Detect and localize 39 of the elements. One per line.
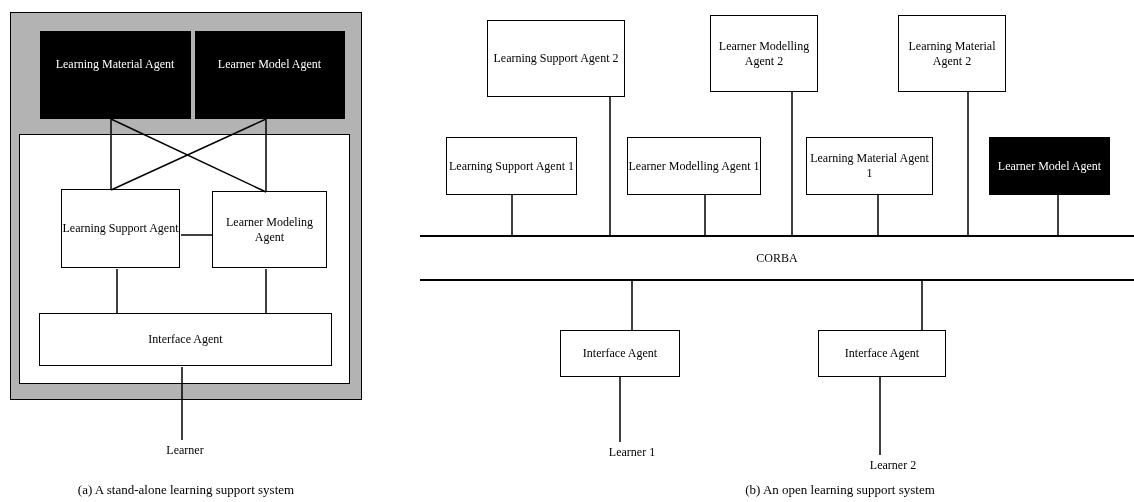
agent-box: Learner Model Agent [194, 30, 345, 119]
connector-line [879, 376, 881, 456]
agent-box: Interface Agent [560, 330, 680, 377]
connector-line [619, 376, 621, 443]
agent-box: Learning Support Agent 2 [487, 20, 625, 97]
connector-line [181, 366, 183, 441]
agent-box: Learning Material Agent 2 [898, 15, 1006, 92]
system-inner-box [18, 133, 350, 384]
connector-line [265, 118, 267, 193]
agent-box: Learning Material Agent [39, 30, 191, 119]
agent-box: Learner Modelling Agent 1 [627, 137, 761, 195]
connector-line [704, 194, 706, 236]
figure-caption: (a) A stand-alone learning support system [77, 482, 295, 498]
figure-caption: (b) An open learning support system [745, 482, 935, 498]
agent-box: Learner Model Agent [989, 137, 1110, 195]
learner-label: Learner 2 [869, 457, 917, 473]
agent-box: Learning Material Agent 1 [806, 137, 933, 195]
agent-box: Learner Modelling Agent 2 [710, 15, 818, 92]
connector-line [631, 280, 633, 331]
connector-line [110, 118, 112, 191]
system-frame [10, 12, 362, 400]
middleware-bus: CORBA [420, 235, 1134, 281]
connector-line [265, 268, 267, 315]
connector-line [180, 234, 214, 236]
connector-line [791, 91, 793, 236]
connector-line [609, 96, 611, 236]
agent-box: Interface Agent [818, 330, 946, 377]
agent-box: Learning Support Agent 1 [446, 137, 577, 195]
connector-line [921, 280, 923, 331]
connector-line [511, 194, 513, 236]
connector-line [116, 268, 118, 315]
connector-line [1057, 194, 1059, 236]
agent-box: Learning Support Agent [61, 189, 180, 268]
learner-label: Learner 1 [608, 444, 656, 460]
agent-box: Interface Agent [39, 313, 332, 366]
learner-label: Learner [166, 442, 204, 458]
connector-line [967, 91, 969, 236]
connector-line [877, 194, 879, 236]
agent-box: Learner Modeling Agent [212, 191, 327, 268]
